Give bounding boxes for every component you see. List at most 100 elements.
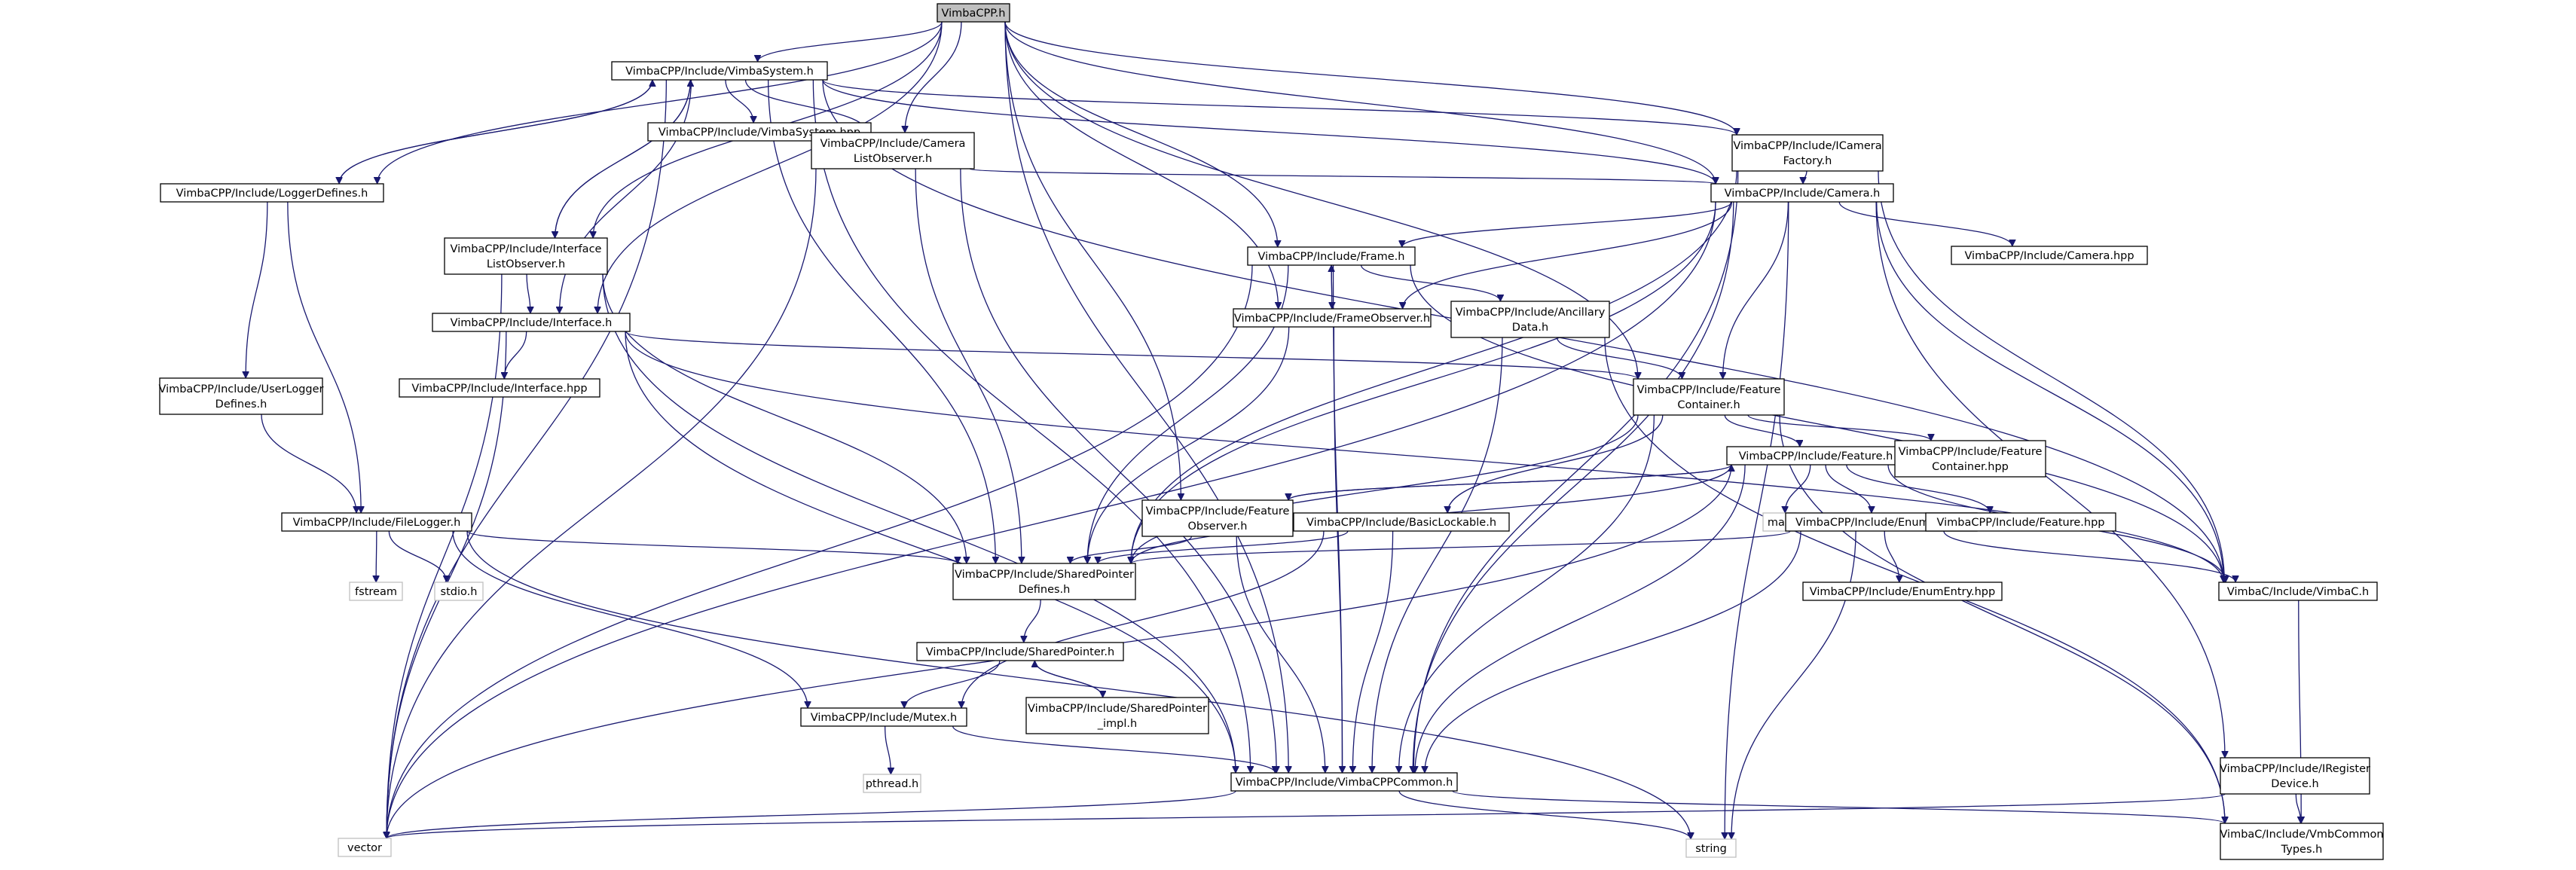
node-box <box>1894 440 2046 478</box>
node-box <box>434 582 484 601</box>
edge-camera_h-to-camera_hpp <box>1838 201 2012 247</box>
edge-camera_h-to-frameobserver_h <box>1403 201 1733 309</box>
node-box <box>937 3 1010 23</box>
edge-featurecontainer_h-to-basiclockable_h <box>1447 414 1664 513</box>
node-vimbacpp-h[interactable]: VimbaCPP.h <box>937 3 1010 23</box>
edge-interface_h-to-vimbacppcommon_h <box>625 331 1236 773</box>
node-box <box>2220 757 2370 795</box>
node-label: VimbaCPP/Include/EnumEntry.hpp <box>1810 586 1995 598</box>
edge-loggerdefines_h-to-vimbasystem_h <box>338 80 652 185</box>
file-nodes: VimbaCPP.hVimbaCPP/Include/VimbaSystem.h… <box>158 3 2384 860</box>
node-sharedpointer-h[interactable]: VimbaCPP/Include/SharedPointer.h <box>916 642 1124 661</box>
node-label: VimbaCPP/Include/Feature <box>1146 505 1290 517</box>
node-label: Factory.h <box>1783 155 1832 167</box>
edge-mutex_h-to-vimbacppcommon_h <box>952 725 1276 774</box>
node-label: VimbaCPP/Include/Interface.h <box>451 317 613 329</box>
node-label: Data.h <box>1512 322 1548 334</box>
node-label: VimbaCPP/Include/VimbaSystem.h <box>625 66 814 78</box>
edge-vimbasystem_h-to-vimbasystem_hpp <box>725 79 753 123</box>
edge-filelogger_h-to-sharedpointerdefines_h <box>466 530 958 564</box>
node-label: Device.h <box>2271 778 2318 790</box>
edge-featurecontainer_h-to-sharedpointerdefines_h <box>1131 414 1639 563</box>
edge-enumentry_h-to-string <box>1731 530 1856 839</box>
node-frame-h[interactable]: VimbaCPP/Include/Frame.h <box>1247 246 1416 266</box>
edge-interfacelistobserver_h-to-vimbasystem_h <box>554 80 691 239</box>
node-enumentry-hpp[interactable]: VimbaCPP/Include/EnumEntry.hpp <box>1802 582 2003 601</box>
edge-enumentry_h-to-sharedpointerdefines_h <box>1131 530 1791 564</box>
edge-vimbasystem_h-to-vimbacppcommon_h <box>812 79 1250 773</box>
edge-ancillarydata_h-to-vimbacppcommon_h <box>1372 337 1503 773</box>
node-sharedpointer-impl-h[interactable]: VimbaCPP/Include/SharedPointer_impl.h <box>1025 697 1209 734</box>
node-camera-hpp[interactable]: VimbaCPP/Include/Camera.hpp <box>1951 246 2148 265</box>
edge-icamerafactory_h-to-camera_h <box>1803 170 1807 185</box>
node-label: string <box>1695 843 1727 855</box>
node-box <box>1141 499 1294 537</box>
node-vimbac-h[interactable]: VimbaC/Include/VimbaC.h <box>2218 582 2378 601</box>
node-filelogger-h[interactable]: VimbaCPP/Include/FileLogger.h <box>281 512 472 532</box>
node-loggerdefines-h[interactable]: VimbaCPP/Include/LoggerDefines.h <box>160 183 384 203</box>
node-feature-hpp[interactable]: VimbaCPP/Include/Feature.hpp <box>1925 512 2116 532</box>
edge-icamerafactory_h-to-vimbacppcommon_h <box>1413 170 1739 773</box>
node-interface-hpp[interactable]: VimbaCPP/Include/Interface.hpp <box>399 378 600 398</box>
node-label: VimbaCPP/Include/BasicLockable.h <box>1306 517 1496 529</box>
edge-featurecontainer_h-to-featurecontainer_hpp <box>1747 414 1931 441</box>
node-label: VimbaCPP/Include/VimbaCPPCommon.h <box>1236 777 1453 789</box>
edge-featureobserver_h-to-sharedpointerdefines_h <box>1071 536 1193 564</box>
edge-basiclockable_h-to-mutex_h <box>961 530 1325 708</box>
node-label: VimbaCPP/Include/FileLogger.h <box>293 517 461 529</box>
node-label: Defines.h <box>1019 584 1071 596</box>
edge-featurecontainer_h-to-vmbcommontypes_h <box>1779 414 2225 823</box>
edge-camera_h-to-featurecontainer_h <box>1723 201 1789 379</box>
node-frameobserver-h[interactable]: VimbaCPP/Include/FrameObserver.h <box>1233 308 1432 328</box>
node-box <box>1925 512 2116 532</box>
node-basiclockable-h[interactable]: VimbaCPP/Include/BasicLockable.h <box>1293 512 1510 532</box>
node-camera-h[interactable]: VimbaCPP/Include/Camera.h <box>1710 183 1894 203</box>
edge-basiclockable_h-to-sharedpointerdefines_h <box>1098 530 1349 564</box>
node-box <box>611 61 828 81</box>
node-box <box>1247 246 1416 266</box>
edge-icamerafactory_h-to-sharedpointerdefines_h <box>1131 170 1737 563</box>
edge-sharedpointerdefines_h-to-sharedpointer_h <box>1024 599 1041 643</box>
edge-enumentry_h-to-enumentry_hpp <box>1884 530 1899 582</box>
node-label: VimbaCPP/Include/Feature.hpp <box>1936 517 2104 529</box>
node-feature-h[interactable]: VimbaCPP/Include/Feature.h <box>1726 446 1905 466</box>
edge-feature_h-to-vimbacppcommon_h <box>1415 464 1746 773</box>
edge-camera_h-to-string <box>1725 201 1789 839</box>
edge-loggerdefines_h-to-filelogger_h <box>287 201 361 513</box>
edge-vimbacppcommon_h-to-string <box>1398 790 1691 840</box>
edge-cameralistobserver_h-to-camera_h <box>969 168 1716 185</box>
edge-vimbacpp_h-to-frameobserver_h <box>1004 21 1279 309</box>
node-box <box>916 642 1124 661</box>
node-label: VimbaCPP/Include/Frame.h <box>1258 251 1405 263</box>
node-label: _impl.h <box>1097 718 1137 730</box>
node-vimbacppcommon-h[interactable]: VimbaCPP/Include/VimbaCPPCommon.h <box>1230 772 1458 792</box>
edge-basiclockable_h-to-vimbacppcommon_h <box>1352 530 1394 773</box>
edge-vimbasystem_h-to-vector <box>387 79 667 838</box>
node-fstream: fstream <box>349 582 403 601</box>
node-box <box>1731 134 1884 172</box>
dependency-edges <box>246 21 2301 840</box>
node-box <box>338 838 392 857</box>
node-mutex-h[interactable]: VimbaCPP/Include/Mutex.h <box>800 707 967 727</box>
node-label: Types.h <box>2281 844 2323 856</box>
edge-frameobserver_h-to-sharedpointerdefines_h <box>1087 326 1290 563</box>
node-interface-h[interactable]: VimbaCPP/Include/Interface.h <box>432 313 631 332</box>
node-label: VimbaCPP/Include/Camera <box>820 138 966 150</box>
node-vimbasystem-h[interactable]: VimbaCPP/Include/VimbaSystem.h <box>611 61 828 81</box>
edge-ancillarydata_h-to-vmbcommontypes_h <box>1604 337 2225 823</box>
edge-vimbacpp_h-to-camera_h <box>1004 21 1716 184</box>
edge-featurecontainer_h-to-feature_h <box>1724 414 1799 447</box>
node-label: Defines.h <box>215 398 267 411</box>
